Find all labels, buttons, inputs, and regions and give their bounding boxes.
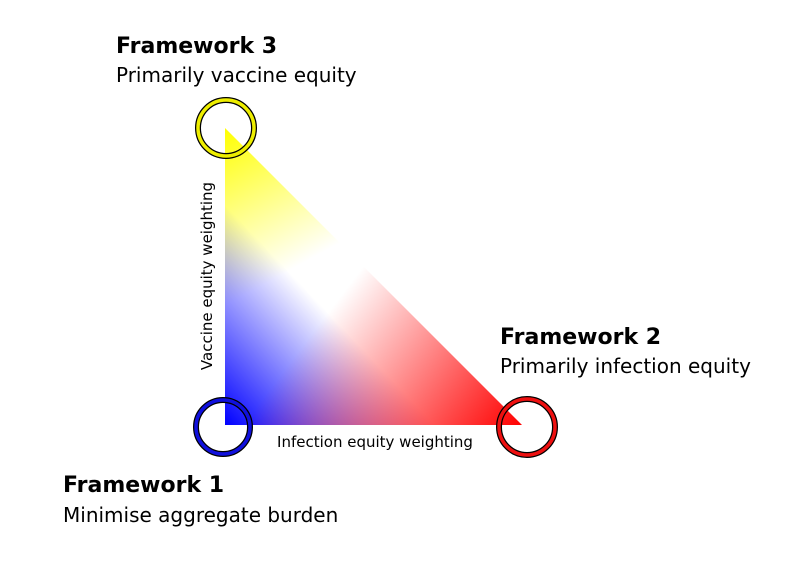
framework-3-subtitle: Primarily vaccine equity [116, 63, 357, 87]
framework-1-title: Framework 1 [63, 473, 224, 498]
triangle [225, 128, 522, 425]
framework-1-marker-color [194, 398, 252, 456]
framework-3-marker-color [196, 98, 256, 158]
framework-1-subtitle: Minimise aggregate burden [63, 503, 338, 527]
framework-2-title: Framework 2 [500, 325, 661, 350]
framework-2-subtitle: Primarily infection equity [500, 354, 751, 378]
vertical-axis-label: Vaccine equity weighting [198, 182, 216, 370]
framework-3-title: Framework 3 [116, 34, 277, 59]
framework-2-marker-color [497, 397, 557, 457]
horizontal-axis-label: Infection equity weighting [277, 433, 473, 451]
